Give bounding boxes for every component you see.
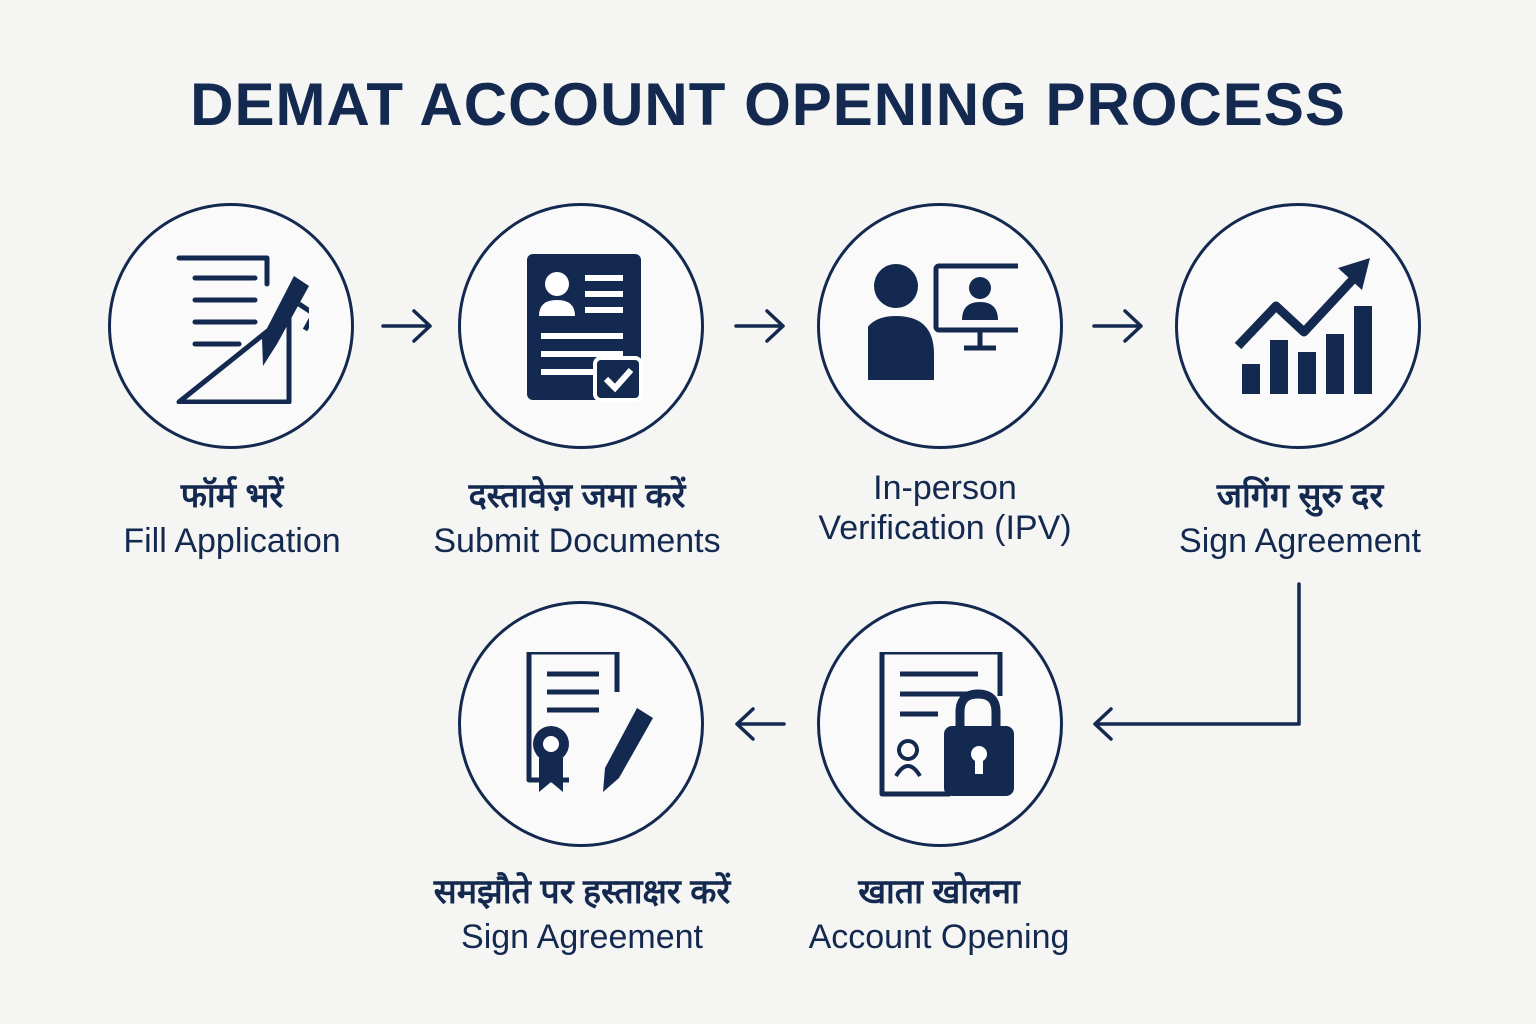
- document-lock-icon: [879, 652, 1014, 797]
- step-label-line2: Verification (IPV): [818, 509, 1072, 547]
- certificate-pen-icon: [526, 652, 653, 792]
- arrow-left-icon: [735, 707, 786, 741]
- step-submit-documents-circle: [458, 203, 704, 449]
- step-english-label: Sign Agreement: [1179, 522, 1421, 560]
- page-title: DEMAT ACCOUNT OPENING PROCESS: [190, 71, 1346, 138]
- step-english-label: Account Opening: [808, 918, 1070, 956]
- arrow-right-icon: [734, 309, 785, 343]
- arrow-right-icon: [381, 309, 432, 343]
- step-ipv-circle: [817, 203, 1063, 449]
- step-english-label: Fill Application: [123, 522, 341, 560]
- step-english-label: Submit Documents: [433, 522, 721, 560]
- video-verification-icon: [868, 263, 1018, 380]
- step-sign-agreement-circle: [1175, 203, 1421, 449]
- step-hindi-label: फॉर्म भरें: [180, 477, 284, 515]
- growth-chart-icon: [1234, 258, 1372, 394]
- arrow-right-icon: [1092, 309, 1143, 343]
- id-document-check-icon: [527, 254, 643, 402]
- step-hindi-label: दस्तावेज़ जमा करें: [468, 477, 686, 515]
- step-hindi-label: जगिंग सुरु दर: [1216, 477, 1384, 515]
- step-fill-application-circle: [108, 203, 354, 449]
- step-account-opening-circle: [817, 601, 1063, 847]
- step-hindi-label: खाता खोलना: [858, 873, 1020, 911]
- connector-arrow-icon: [1093, 582, 1301, 741]
- step-english-label: Sign Agreement: [461, 918, 703, 956]
- form-pen-icon: [176, 255, 309, 404]
- step-hindi-label: समझौते पर हस्ताक्षर करें: [433, 873, 731, 911]
- step-sign-agreement-circle: [458, 601, 704, 847]
- step-label-line1: In-person: [873, 469, 1017, 507]
